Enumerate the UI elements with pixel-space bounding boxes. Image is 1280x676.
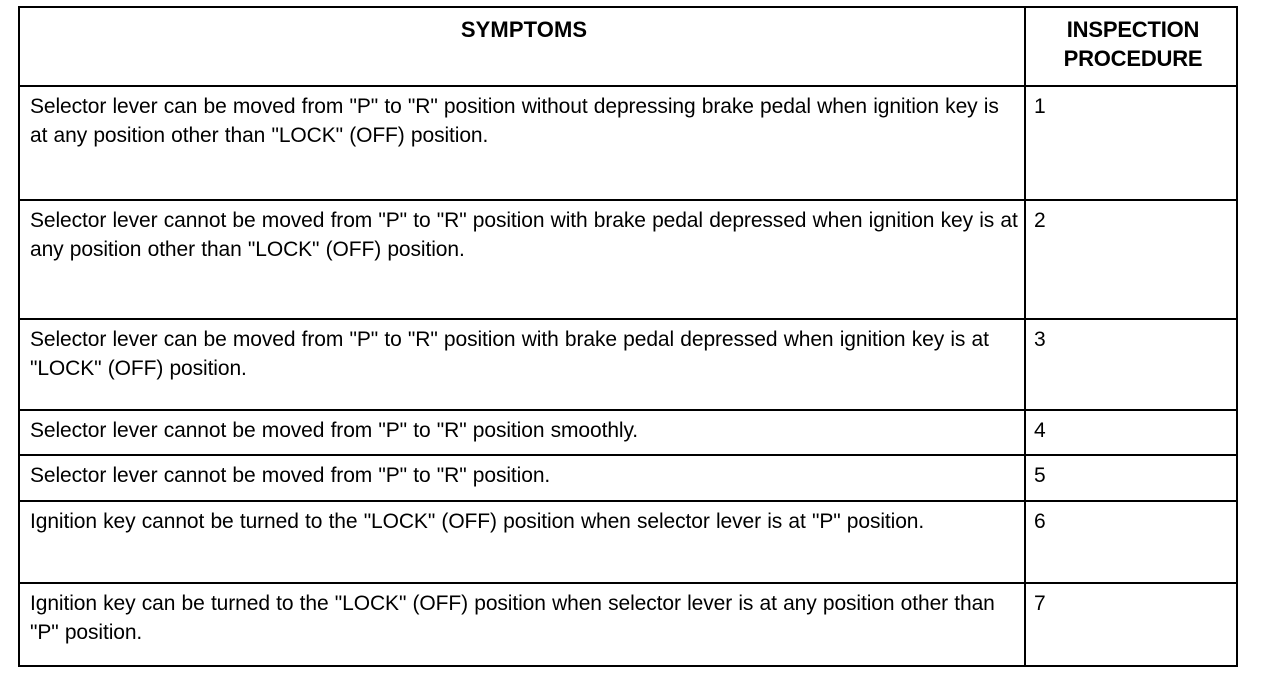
symptom-inspection-table: SYMPTOMS INSPECTION PROCEDURE Selector l… [18,6,1238,667]
table-row: Selector lever can be moved from "P" to … [18,85,1238,201]
procedure-number-4: 4 [1034,419,1046,442]
procedure-cell-5: 5 [1024,454,1238,502]
symptom-cell-1: Selector lever can be moved from "P" to … [18,85,1026,201]
procedure-cell-7: 7 [1024,582,1238,667]
table-header-row: SYMPTOMS INSPECTION PROCEDURE [18,6,1238,87]
symptom-cell-5: Selector lever cannot be moved from "P" … [18,454,1026,502]
column-header-symptoms: SYMPTOMS [18,6,1026,87]
table-body: Selector lever can be moved from "P" to … [18,85,1238,667]
procedure-cell-6: 6 [1024,500,1238,584]
symptom-text-4: Selector lever cannot be moved from "P" … [30,419,639,442]
procedure-number-7: 7 [1034,592,1046,615]
table-row: Ignition key can be turned to the "LOCK"… [18,582,1238,667]
symptom-cell-4: Selector lever cannot be moved from "P" … [18,409,1026,456]
symptom-inspection-table-wrapper: SYMPTOMS INSPECTION PROCEDURE Selector l… [18,6,1238,667]
procedure-number-1: 1 [1034,95,1046,118]
table-header: SYMPTOMS INSPECTION PROCEDURE [18,6,1238,87]
table-row: Selector lever cannot be moved from "P" … [18,454,1238,502]
procedure-number-3: 3 [1034,328,1046,351]
symptom-text-2: Selector lever cannot be moved from "P" … [30,209,1018,261]
procedure-cell-3: 3 [1024,318,1238,411]
column-header-symptoms-label: SYMPTOMS [460,17,588,42]
symptom-cell-2: Selector lever cannot be moved from "P" … [18,199,1026,320]
symptom-cell-3: Selector lever can be moved from "P" to … [18,318,1026,411]
symptom-text-1: Selector lever can be moved from "P" to … [30,95,999,147]
symptom-text-7: Ignition key can be turned to the "LOCK"… [30,592,995,644]
procedure-cell-2: 2 [1024,199,1238,320]
table-row: Selector lever cannot be moved from "P" … [18,199,1238,320]
symptom-cell-7: Ignition key can be turned to the "LOCK"… [18,582,1026,667]
table-row: Selector lever cannot be moved from "P" … [18,409,1238,456]
symptom-cell-6: Ignition key cannot be turned to the "LO… [18,500,1026,584]
table-row: Ignition key cannot be turned to the "LO… [18,500,1238,584]
column-header-inspection-procedure: INSPECTION PROCEDURE [1024,6,1238,87]
procedure-cell-1: 1 [1024,85,1238,201]
procedure-cell-4: 4 [1024,409,1238,456]
procedure-number-6: 6 [1034,510,1046,533]
symptom-text-6: Ignition key cannot be turned to the "LO… [30,510,925,533]
symptom-text-5: Selector lever cannot be moved from "P" … [30,464,551,487]
symptom-text-3: Selector lever can be moved from "P" to … [30,328,989,380]
procedure-number-5: 5 [1034,464,1046,487]
table-row: Selector lever can be moved from "P" to … [18,318,1238,411]
procedure-number-2: 2 [1034,209,1046,232]
column-header-inspection-procedure-label: INSPECTION PROCEDURE [1063,17,1203,71]
